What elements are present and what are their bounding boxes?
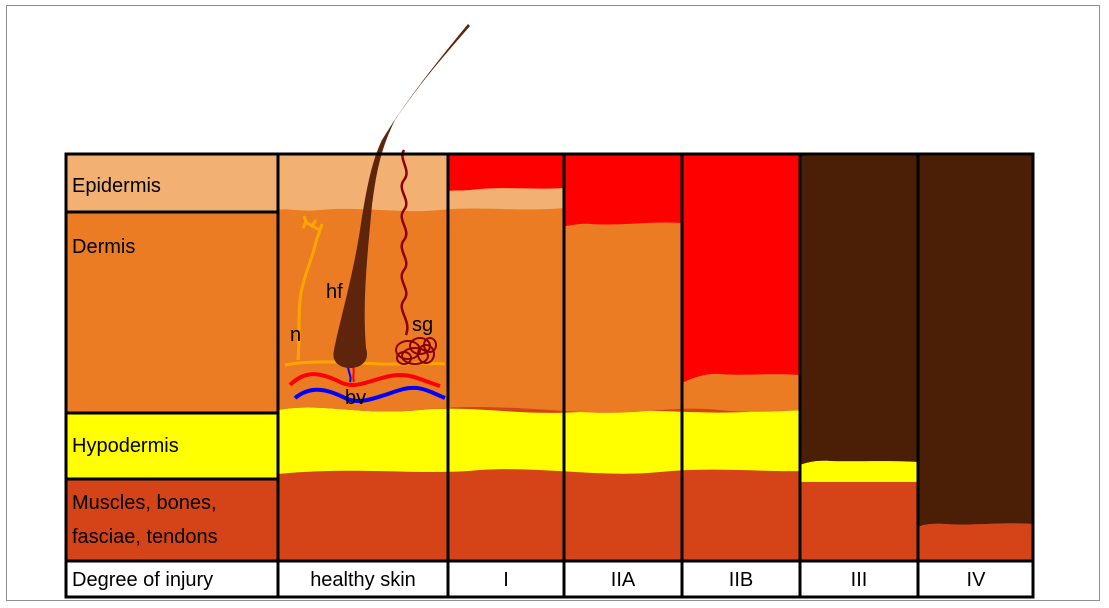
- column-label-III: III: [851, 569, 868, 591]
- burn-degree-III: [800, 154, 918, 465]
- burn-degree-I: [448, 154, 564, 191]
- label-degree-of-injury: Degree of injury: [72, 569, 213, 591]
- label-epidermis: Epidermis: [72, 175, 161, 197]
- label-hypodermis: Hypodermis: [72, 435, 179, 457]
- column-label-healthy-skin: healthy skin: [310, 569, 416, 591]
- label-muscles-line1: Muscles, bones,: [72, 492, 217, 514]
- column-label-IIB: IIB: [729, 569, 753, 591]
- hypodermis-band: [278, 407, 818, 474]
- burn-degree-IV: [918, 154, 1033, 527]
- burn-degree-IIB: [682, 154, 800, 383]
- column-label-IV: IV: [967, 569, 987, 591]
- label-sg: sg: [412, 314, 433, 336]
- legend-column: Epidermis Dermis Hypodermis Muscles, bon…: [66, 154, 278, 561]
- label-bv: bv: [345, 387, 366, 409]
- label-hf: hf: [326, 281, 343, 303]
- label-dermis: Dermis: [72, 236, 135, 258]
- burn-degree-IIA: [564, 154, 682, 226]
- column-label-IIA: IIA: [611, 569, 636, 591]
- label-n: n: [290, 324, 301, 346]
- column-label-I: I: [503, 569, 509, 591]
- skin-cross-section: [278, 154, 1033, 561]
- footer-row: Degree of injury healthy skin I IIA IIB …: [72, 569, 986, 591]
- label-muscles-line2: fasciae, tendons: [72, 526, 218, 548]
